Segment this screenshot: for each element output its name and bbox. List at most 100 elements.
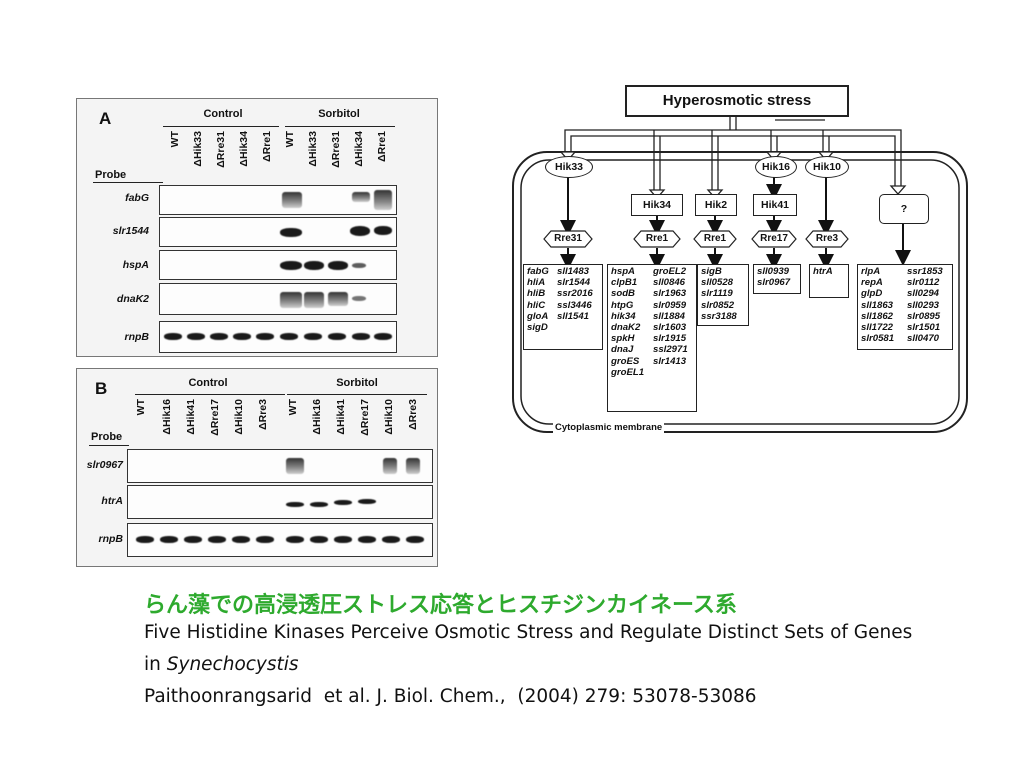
gene: dnaK2 bbox=[611, 322, 641, 334]
group-sorbitol-a-line bbox=[285, 126, 395, 127]
hik2-node: Hik2 bbox=[695, 194, 737, 216]
group-control-b-line bbox=[135, 394, 285, 395]
probe-header-a: Probe bbox=[95, 169, 127, 181]
gene: hliC bbox=[527, 299, 546, 311]
probe-header-b: Probe bbox=[91, 431, 123, 443]
probe-rnpB-b: rnpB bbox=[98, 533, 124, 545]
lane-b-8: ΔHik16 bbox=[311, 399, 323, 435]
blot-strip-fabG bbox=[159, 185, 397, 215]
gene: sll0939 bbox=[757, 266, 790, 277]
hik34-node: Hik34 bbox=[631, 194, 683, 216]
gene: slr1963 bbox=[653, 288, 687, 300]
lane-a-3: ΔRre31 bbox=[215, 131, 227, 168]
group-control-a-line bbox=[163, 126, 279, 127]
rre17-label: Rre17 bbox=[760, 233, 788, 244]
gene: glpD bbox=[861, 288, 883, 300]
group-control-b: Control bbox=[188, 377, 228, 389]
probe-fabG: fabG bbox=[125, 192, 149, 204]
rre3-label: Rre3 bbox=[815, 233, 839, 244]
gene: sigD bbox=[527, 322, 548, 334]
gene: fabG bbox=[527, 266, 549, 277]
gene: slr0112 bbox=[907, 277, 940, 289]
gene: groEL2 bbox=[653, 266, 687, 277]
lane-a-6: WT bbox=[284, 131, 296, 148]
gene: sll0846 bbox=[653, 277, 686, 289]
gene: sll0528 bbox=[701, 277, 734, 289]
genes-hik16-hik41: sll0939 slr0967 bbox=[753, 264, 801, 294]
probe-rnpB-a: rnpB bbox=[124, 331, 150, 343]
unknown-kinase-node: ? bbox=[879, 194, 929, 224]
hik41-node: Hik41 bbox=[753, 194, 797, 216]
genes-hik34: hspA clpB1 sodB htpG hik34 dnaK2 spkH dn… bbox=[607, 264, 697, 412]
gene: slr0967 bbox=[757, 277, 791, 289]
gene: repA bbox=[861, 277, 883, 289]
lane-b-7: WT bbox=[287, 399, 299, 416]
gene: sll1863 bbox=[861, 299, 894, 311]
lane-b-9: ΔHik41 bbox=[335, 399, 347, 435]
lane-a-4: ΔHik34 bbox=[238, 131, 250, 167]
probe-hspA: hspA bbox=[122, 259, 149, 271]
gene: sll1541 bbox=[557, 310, 590, 322]
gene: sll1722 bbox=[861, 322, 894, 334]
genes-hik33: fabG hliA hliB hliC gloA sigD sll1483 sl… bbox=[523, 264, 603, 350]
gene: slr1501 bbox=[907, 322, 941, 334]
gene: sll0470 bbox=[907, 333, 940, 345]
probe-dnaK2: dnaK2 bbox=[116, 293, 149, 305]
rre3-node: Rre3 bbox=[805, 230, 849, 248]
lane-b-2: ΔHik16 bbox=[161, 399, 173, 435]
hik33-node: Hik33 bbox=[545, 156, 593, 178]
lane-b-5: ΔHik10 bbox=[233, 399, 245, 435]
lane-b-10: ΔRre17 bbox=[359, 399, 371, 436]
lane-b-6: ΔRre3 bbox=[257, 399, 269, 430]
panel-b-label: B bbox=[95, 379, 108, 398]
lane-a-5: ΔRre1 bbox=[261, 131, 273, 162]
diagram-lines bbox=[512, 113, 968, 433]
gene: sll0293 bbox=[907, 299, 940, 311]
caption-line-2: in Synechocystis bbox=[144, 654, 299, 675]
lane-a-1: WT bbox=[169, 131, 181, 148]
gene: slr0852 bbox=[701, 299, 735, 311]
gene: hik34 bbox=[611, 310, 636, 322]
japanese-title: らん藻での高浸透圧ストレス応答とヒスチジンカイネース系 bbox=[144, 593, 737, 618]
lane-a-2: ΔHik33 bbox=[192, 131, 204, 167]
signaling-diagram: Hyperosmotic stress Hik33 Hik16 Hik10 Hi… bbox=[505, 82, 975, 440]
caption-line-1: Five Histidine Kinases Perceive Osmotic … bbox=[144, 622, 913, 643]
gene: slr0959 bbox=[653, 299, 687, 311]
blot-panel-b: B Control Sorbitol WT ΔHik16 ΔHik41 ΔRre… bbox=[76, 368, 438, 567]
gene: sll1483 bbox=[557, 266, 590, 277]
lane-a-8: ΔRre31 bbox=[330, 131, 342, 168]
group-sorbitol-b-line bbox=[287, 394, 427, 395]
gene: slr1413 bbox=[653, 355, 687, 367]
lane-b-3: ΔHik41 bbox=[185, 399, 197, 435]
gene: hspA bbox=[611, 266, 635, 277]
gene: ssl2971 bbox=[653, 344, 688, 356]
caption-line-2-prefix: in bbox=[144, 654, 167, 675]
probe-htrA: htrA bbox=[101, 495, 123, 507]
gene: sll1862 bbox=[861, 310, 894, 322]
genes-unknown: rlpA repA glpD sll1863 sll1862 sll1722 s… bbox=[857, 264, 953, 350]
rre31-label: Rre31 bbox=[554, 233, 582, 244]
gene: htrA bbox=[813, 266, 833, 277]
hik10-node: Hik10 bbox=[805, 156, 849, 178]
gene: sll0294 bbox=[907, 288, 940, 300]
gene: slr1544 bbox=[557, 277, 591, 289]
genes-hik2: sigB sll0528 slr1119 slr0852 ssr3188 bbox=[697, 264, 749, 326]
panel-a-label: A bbox=[99, 109, 112, 128]
gene: spkH bbox=[611, 333, 635, 345]
lane-b-1: WT bbox=[135, 399, 147, 416]
lane-a-10: ΔRre1 bbox=[376, 131, 388, 162]
gene: rlpA bbox=[861, 266, 881, 277]
gene: groES bbox=[611, 355, 640, 367]
rre1-node-a: Rre1 bbox=[633, 230, 681, 248]
blot-strip-rnpB-a bbox=[159, 321, 397, 353]
gene: ssr3188 bbox=[701, 310, 737, 322]
probe-header-a-line bbox=[93, 182, 163, 183]
gene: groEL1 bbox=[611, 366, 645, 378]
group-sorbitol-a: Sorbitol bbox=[318, 108, 360, 120]
gene: slr0895 bbox=[907, 310, 941, 322]
rre31-node: Rre31 bbox=[543, 230, 593, 248]
gene: slr0581 bbox=[861, 333, 895, 345]
gene: hliA bbox=[527, 277, 546, 289]
gene: gloA bbox=[527, 310, 549, 322]
blot-strip-htrA bbox=[127, 485, 433, 519]
